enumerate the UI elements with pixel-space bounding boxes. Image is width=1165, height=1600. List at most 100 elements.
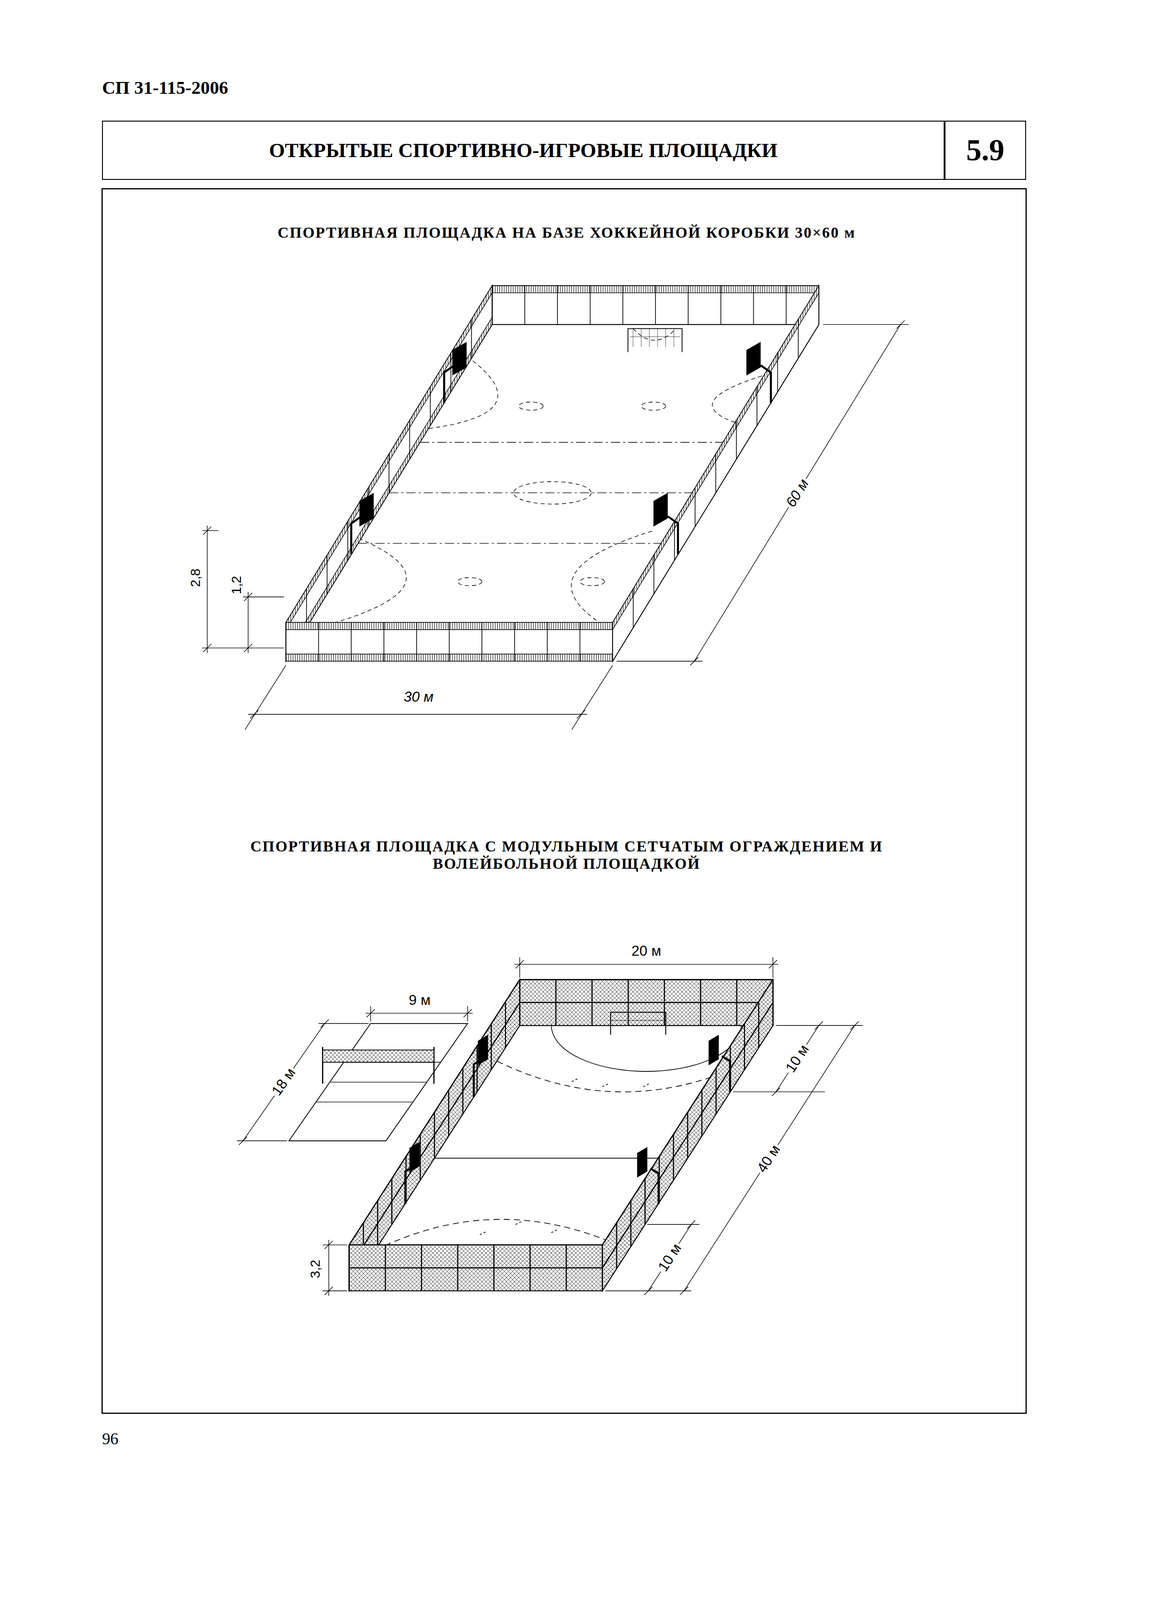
fence-post — [286, 286, 493, 662]
fence-post — [602, 979, 773, 1246]
basketball-backboard — [667, 516, 678, 555]
dimension-line — [771, 1021, 823, 1097]
dimension-label: 10 м — [654, 1239, 686, 1277]
field-marking — [357, 543, 685, 544]
volleyball-net — [322, 1050, 434, 1063]
dimension-line — [694, 324, 901, 662]
fence-wall — [492, 286, 819, 325]
fence-post — [612, 622, 614, 662]
dimension-line — [648, 1224, 692, 1292]
dimension-line — [243, 1023, 325, 1142]
dimension-label: 30 м — [402, 689, 436, 706]
goal — [628, 328, 683, 353]
field-marking — [434, 1158, 688, 1160]
fence-post — [633, 588, 634, 628]
dimension-line — [822, 324, 909, 325]
fence-post — [416, 622, 418, 662]
fence-post — [556, 286, 558, 325]
dimension-line — [322, 1244, 348, 1246]
fence-post — [350, 622, 352, 662]
dimension-label: 9 м — [407, 992, 433, 1009]
fence-post — [589, 286, 591, 325]
goal — [629, 328, 680, 348]
fence-post — [694, 487, 696, 527]
fence-post — [514, 622, 516, 662]
dimension-line — [243, 596, 285, 598]
dimension-line — [366, 1009, 472, 1018]
dimension-line — [206, 525, 208, 654]
basketball-backboard — [760, 365, 771, 404]
basketball-backboard — [708, 1034, 719, 1066]
basketball-backboard — [351, 342, 467, 555]
fence-post — [653, 555, 655, 594]
dimension-line — [776, 1025, 819, 1093]
dimension-line — [318, 1023, 369, 1024]
fence-post — [285, 622, 287, 662]
fence-post — [347, 521, 349, 561]
fence-post — [409, 420, 411, 460]
dimension-line — [772, 957, 773, 978]
fence-post — [612, 286, 819, 662]
field-marking — [457, 577, 482, 586]
dimension-line — [202, 530, 219, 532]
page-frame — [102, 189, 1027, 1414]
dimension-line — [202, 647, 284, 649]
fence-wall — [612, 286, 819, 662]
goal — [610, 1012, 666, 1035]
dimension-line — [203, 526, 253, 653]
dimension-line — [236, 1140, 287, 1142]
hockey-rink — [202, 286, 909, 731]
basketball-backboard — [653, 492, 668, 527]
fence-post — [349, 1244, 603, 1246]
court-line — [329, 1082, 427, 1083]
basketball-backboard — [359, 492, 374, 527]
dimension-line — [684, 1025, 855, 1292]
fence-post — [756, 386, 758, 426]
fence-post — [655, 286, 657, 325]
fence-post — [735, 420, 737, 460]
volleyball-net — [322, 1047, 434, 1084]
mesh-fence — [349, 979, 520, 1292]
fence-post — [797, 319, 799, 358]
fence-post — [492, 286, 819, 325]
fence-post — [349, 1002, 520, 1269]
fence-post — [524, 286, 526, 325]
mesh-fence — [349, 1245, 603, 1292]
dimension-line — [250, 710, 585, 719]
fence-wall — [286, 286, 493, 662]
header-title-box: ОТКРЫТЫЕ СПОРТИВНО-ИГРОВЫЕ ПЛОЩАДКИ — [102, 120, 945, 180]
header-text: ОТКРЫТЫЕ СПОРТИВНО-ИГРОВЫЕ ПЛОЩАДКИ — [269, 138, 778, 163]
fence-post — [715, 454, 717, 493]
fence-wall — [286, 622, 613, 662]
dimension-label: 3,2 — [307, 1257, 324, 1281]
court-line — [316, 1062, 441, 1103]
dimension-line — [679, 1021, 859, 1296]
fence-post — [471, 319, 473, 358]
figure-title: СПОРТИВНАЯ ПЛОЩАДКА С МОДУЛЬНЫМ СЕТЧАТЫМ… — [235, 837, 899, 874]
fence-post — [687, 286, 689, 325]
mesh-fence — [519, 979, 773, 1026]
fence-post — [349, 979, 520, 1292]
dimension-line — [328, 1240, 329, 1297]
fence-rim — [612, 286, 819, 630]
dimension-label: 2,8 — [188, 567, 205, 590]
fence-post — [481, 622, 483, 662]
fence-post — [519, 979, 773, 981]
field-marking — [419, 442, 747, 443]
dimension-line — [239, 1019, 329, 1146]
fence-post — [429, 386, 431, 426]
dimension-line — [324, 1241, 333, 1296]
dimension-label: 60 м — [781, 474, 813, 512]
fence-post — [674, 521, 675, 561]
fence-post — [285, 622, 287, 662]
dimension-line — [322, 957, 863, 1297]
basketball-backboard — [477, 1034, 488, 1066]
fence-rim — [286, 317, 493, 662]
basketball-backboard — [650, 1168, 659, 1205]
dimension-line — [245, 665, 287, 730]
fence-post — [546, 622, 548, 662]
fence-post — [785, 286, 787, 325]
dimension-line — [644, 1220, 696, 1296]
fence-post — [318, 622, 320, 662]
dimension-line — [247, 592, 249, 654]
